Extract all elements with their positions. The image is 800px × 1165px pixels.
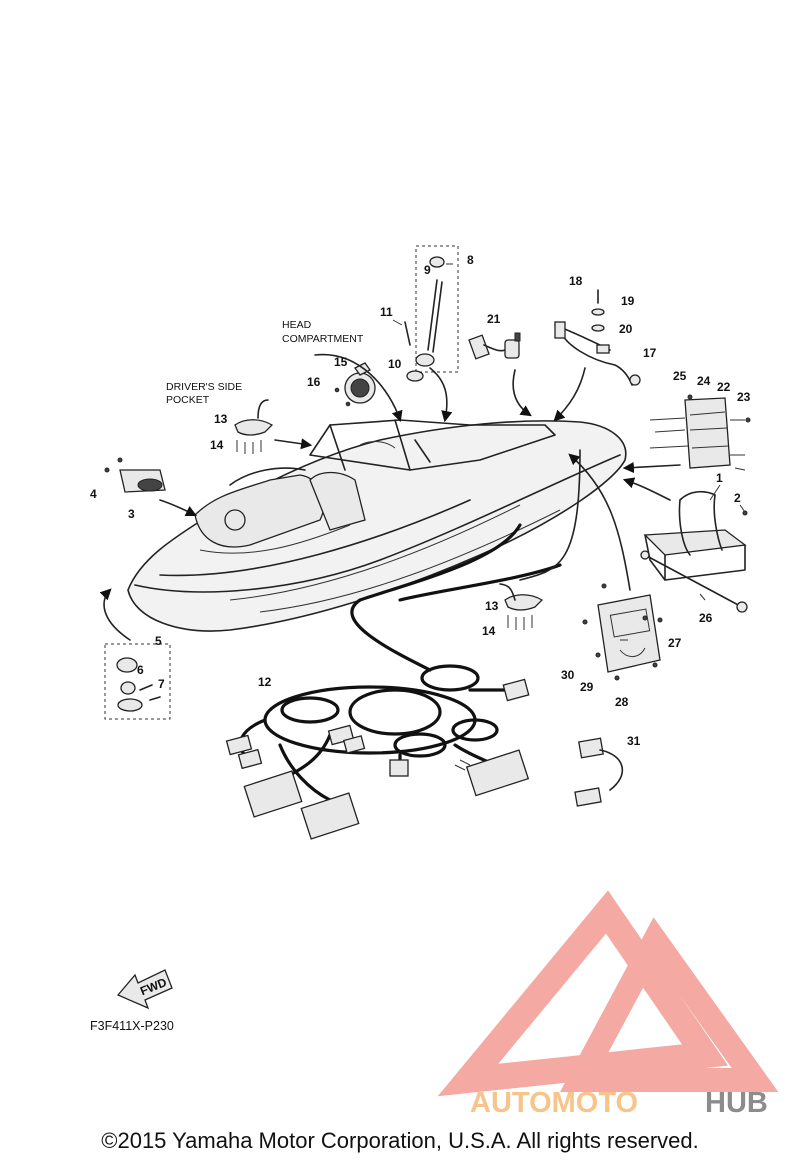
- callout-27: 27: [668, 636, 682, 650]
- callout-11: 11: [380, 305, 393, 319]
- callout-25: 25: [673, 369, 687, 383]
- wire-harness: [225, 523, 562, 840]
- callout-18: 18: [569, 274, 583, 288]
- diagram-code: F3F411X-P230: [90, 1019, 174, 1033]
- callout-29: 29: [580, 680, 594, 694]
- callout-19: 19: [621, 294, 635, 308]
- callout-7: 7: [158, 677, 165, 691]
- sub-harness-31: [574, 737, 624, 807]
- speaker-15: [334, 362, 376, 407]
- boat-hull: [127, 420, 627, 632]
- callout-14-lower: 14: [482, 624, 496, 638]
- callout-24: 24: [697, 374, 711, 388]
- callout-4: 4: [90, 487, 97, 501]
- antenna-assembly: [404, 245, 459, 382]
- leader-lines: [99, 263, 746, 641]
- battery-box: [640, 490, 748, 613]
- nav-light-assembly: [104, 643, 171, 720]
- head-compartment-label-1: HEAD: [282, 319, 312, 331]
- logo-text-hub: HUB: [705, 1087, 768, 1119]
- light-13-lower: [499, 583, 544, 630]
- callout-30: 30: [561, 668, 575, 682]
- head-compartment-label-2: COMPARTMENT: [282, 333, 364, 345]
- callout-8: 8: [467, 253, 474, 267]
- light-13-top: [234, 399, 274, 454]
- callout-21: 21: [487, 312, 501, 326]
- callout-12: 12: [258, 675, 272, 689]
- callout-20: 20: [619, 322, 633, 336]
- callout-28: 28: [615, 695, 629, 709]
- callout-31: 31: [627, 734, 641, 748]
- callout-5: 5: [155, 634, 162, 648]
- relay-assembly: [649, 394, 751, 471]
- logo-triangle-small: [559, 917, 779, 1092]
- callout-9: 9: [424, 263, 431, 277]
- automotohub-logo: AUTOMOTO HUB: [437, 890, 779, 1119]
- callout-3: 3: [128, 507, 135, 521]
- copyright-notice: ©2015 Yamaha Motor Corporation, U.S.A. A…: [101, 1128, 699, 1153]
- callout-14-top: 14: [210, 438, 224, 452]
- logo-text-automoto: AUTOMOTO: [470, 1087, 638, 1119]
- callout-10: 10: [388, 357, 402, 371]
- ecu-27: [582, 583, 663, 681]
- cup-holder-3: [104, 457, 166, 493]
- callout-17: 17: [643, 346, 657, 360]
- battery-cable-17: [554, 289, 641, 386]
- callout-13-lower: 13: [485, 599, 499, 613]
- callout-16: 16: [307, 375, 321, 389]
- callout-15: 15: [334, 355, 348, 369]
- fwd-arrow-icon: FWD: [116, 969, 173, 1010]
- drivers-pocket-label-1: DRIVER'S SIDE: [166, 381, 242, 393]
- sensor-21: [468, 332, 521, 360]
- callout-23: 23: [737, 390, 751, 404]
- callout-26: 26: [699, 611, 713, 625]
- callout-22: 22: [717, 380, 731, 394]
- windshield: [309, 419, 556, 471]
- callout-6: 6: [137, 663, 144, 677]
- drivers-pocket-label-2: POCKET: [166, 394, 210, 406]
- callout-13-top: 13: [214, 412, 228, 426]
- callout-1: 1: [716, 471, 723, 485]
- callout-2: 2: [734, 491, 741, 505]
